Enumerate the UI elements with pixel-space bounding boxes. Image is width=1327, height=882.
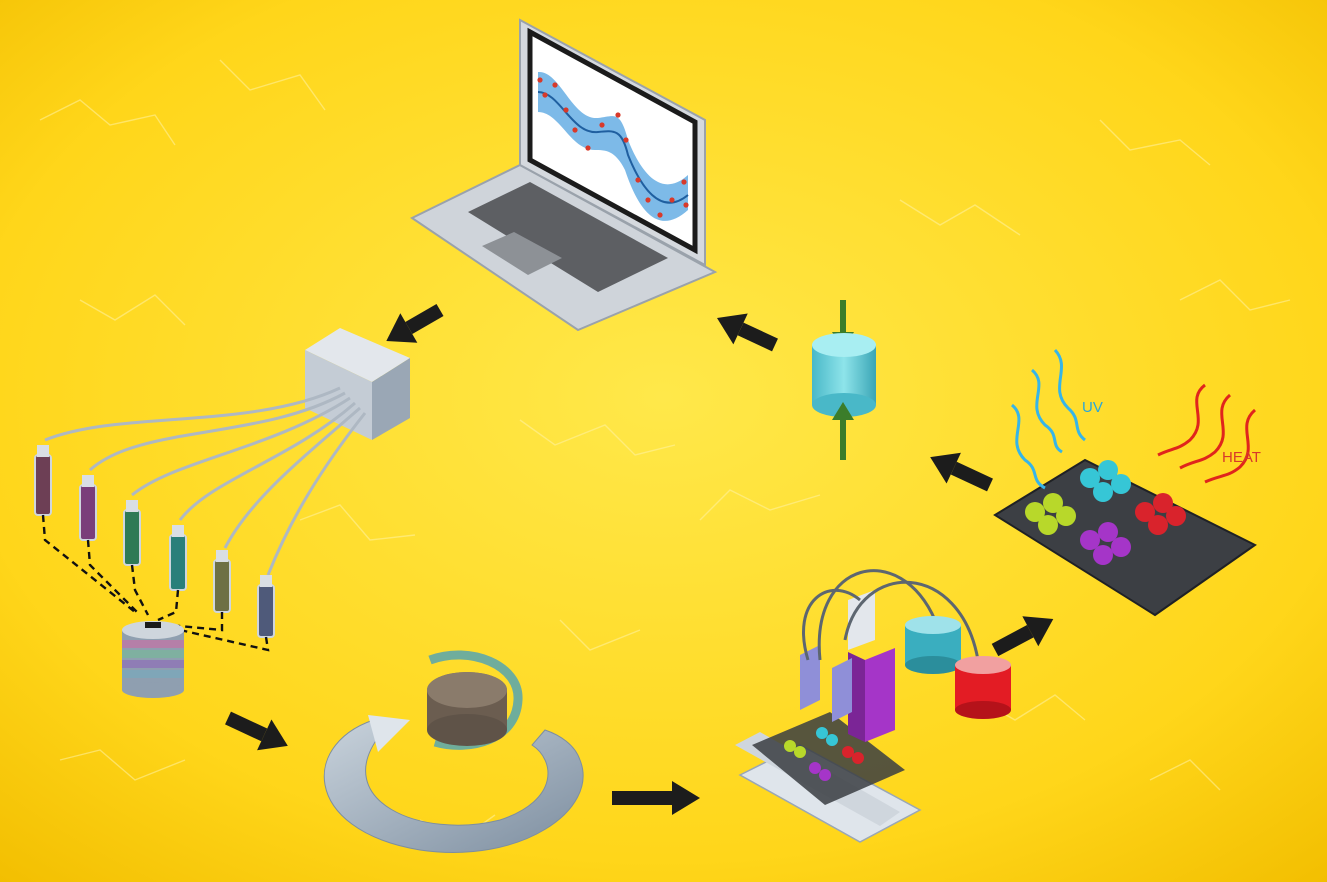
heat-waves	[1157, 383, 1257, 484]
print-tower	[848, 590, 875, 650]
feed-tubes	[802, 569, 980, 661]
heat-label: HEAT	[1222, 449, 1261, 466]
syringe	[257, 575, 275, 638]
laptop	[410, 18, 718, 332]
centrifuge	[323, 650, 584, 853]
arrow-centrifuge-to-printer	[612, 781, 700, 815]
crackle-texture	[39, 59, 1291, 841]
syringe	[213, 550, 231, 613]
box-side	[372, 358, 410, 440]
tubing	[44, 386, 367, 576]
syringe	[123, 500, 141, 566]
syringe	[79, 475, 97, 541]
compression-test	[812, 300, 876, 460]
gantry-column	[865, 648, 895, 742]
printer-robot	[735, 569, 1011, 843]
arrow-capsule-to-laptop	[716, 313, 778, 352]
reservoir-cyan	[905, 616, 961, 674]
laptop-keyboard	[468, 182, 668, 292]
gantry-column-side	[848, 652, 865, 742]
syringe	[169, 525, 187, 591]
syringe-array	[34, 445, 275, 638]
uv-waves	[1010, 348, 1087, 490]
laptop-touchpad	[482, 232, 562, 275]
well-cluster-cyan	[1080, 460, 1131, 502]
observation-points	[537, 77, 689, 218]
rotation-ring	[323, 717, 584, 853]
bed-wells	[784, 727, 864, 781]
dispense-lines	[41, 514, 270, 652]
confidence-band	[538, 71, 688, 221]
print-head	[800, 645, 820, 710]
reservoir-red	[955, 656, 1011, 719]
process-arrows	[225, 303, 1054, 815]
arrow-plate-to-capsule	[930, 452, 993, 492]
arrow-printer-to-plate	[991, 616, 1054, 657]
print-bed	[752, 712, 905, 805]
syringe	[34, 445, 52, 516]
well-cluster-red	[1135, 493, 1186, 535]
arrow-vial-to-centrifuge	[225, 711, 288, 751]
dispenser-box	[305, 328, 410, 440]
uv-label: UV	[1082, 399, 1103, 416]
rotation-arrowhead	[368, 715, 410, 752]
arrow-laptop-to-box	[386, 303, 444, 343]
curing-plate	[993, 458, 1257, 617]
box-top	[305, 328, 410, 382]
mixing-vial	[122, 621, 184, 698]
print-head	[832, 658, 852, 722]
well-cluster-purple	[1080, 522, 1131, 565]
well-cluster-yellow	[1025, 493, 1076, 535]
